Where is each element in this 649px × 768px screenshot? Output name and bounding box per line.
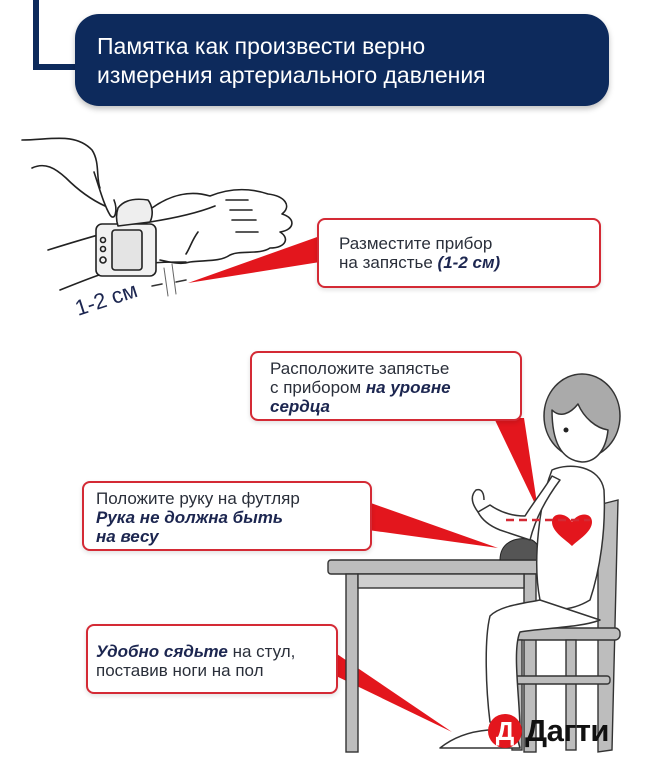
- callout-sit-bold: Удобно сядьте: [96, 642, 228, 661]
- pointer-heart-level: [494, 418, 538, 510]
- distance-label: 1-2 см: [72, 277, 141, 321]
- callout-placement-line1: Разместите прибор: [339, 234, 493, 253]
- logo-badge-icon: Д: [488, 714, 522, 748]
- callout-heart-line1: Расположите запястье: [270, 359, 450, 378]
- header-banner: Памятка как произвести верно измерения а…: [75, 14, 609, 106]
- callout-heart-bold2: сердца: [270, 397, 331, 416]
- callout-arm-bold2: на весу: [96, 527, 159, 546]
- logo-text: Дагти: [525, 713, 609, 748]
- callout-heart-bold: на уровне: [365, 378, 451, 397]
- heart-icon: [552, 514, 592, 546]
- callout-sit-line1: на стул,: [227, 642, 296, 661]
- callout-placement-bold: (1-2 см): [437, 253, 501, 272]
- callout-heart-level: Расположите запястье с прибором на уровн…: [250, 351, 522, 421]
- brand-logo: Д Дагти: [488, 713, 609, 749]
- callout-placement-line2: на запястье: [339, 253, 438, 272]
- header-title-line2: измерения артериального давления: [97, 62, 486, 88]
- callout-arm-line1: Положите руку на футляр: [96, 489, 300, 508]
- callout-sit-line2: поставив ноги на пол: [96, 661, 264, 680]
- callout-placement: Разместите прибор на запястье (1-2 см): [317, 218, 601, 288]
- pointer-arm-rest: [368, 502, 498, 548]
- pointer-sit: [334, 652, 452, 732]
- header-title-line1: Памятка как произвести верно: [97, 33, 426, 59]
- wrist-with-monitor-illustration: [21, 137, 293, 297]
- case-illustration: [499, 538, 542, 561]
- callout-arm-rest: Положите руку на футляр Рука не должна б…: [82, 481, 372, 551]
- callout-arm-bold: Рука не должна быть: [96, 508, 283, 527]
- callout-heart-line2: с прибором: [270, 378, 366, 397]
- header-bracket: [33, 0, 81, 70]
- callout-sit: Удобно сядьте на стул, поставив ноги на …: [86, 624, 338, 694]
- table-illustration: [327, 559, 555, 753]
- pointer-placement: [188, 236, 320, 283]
